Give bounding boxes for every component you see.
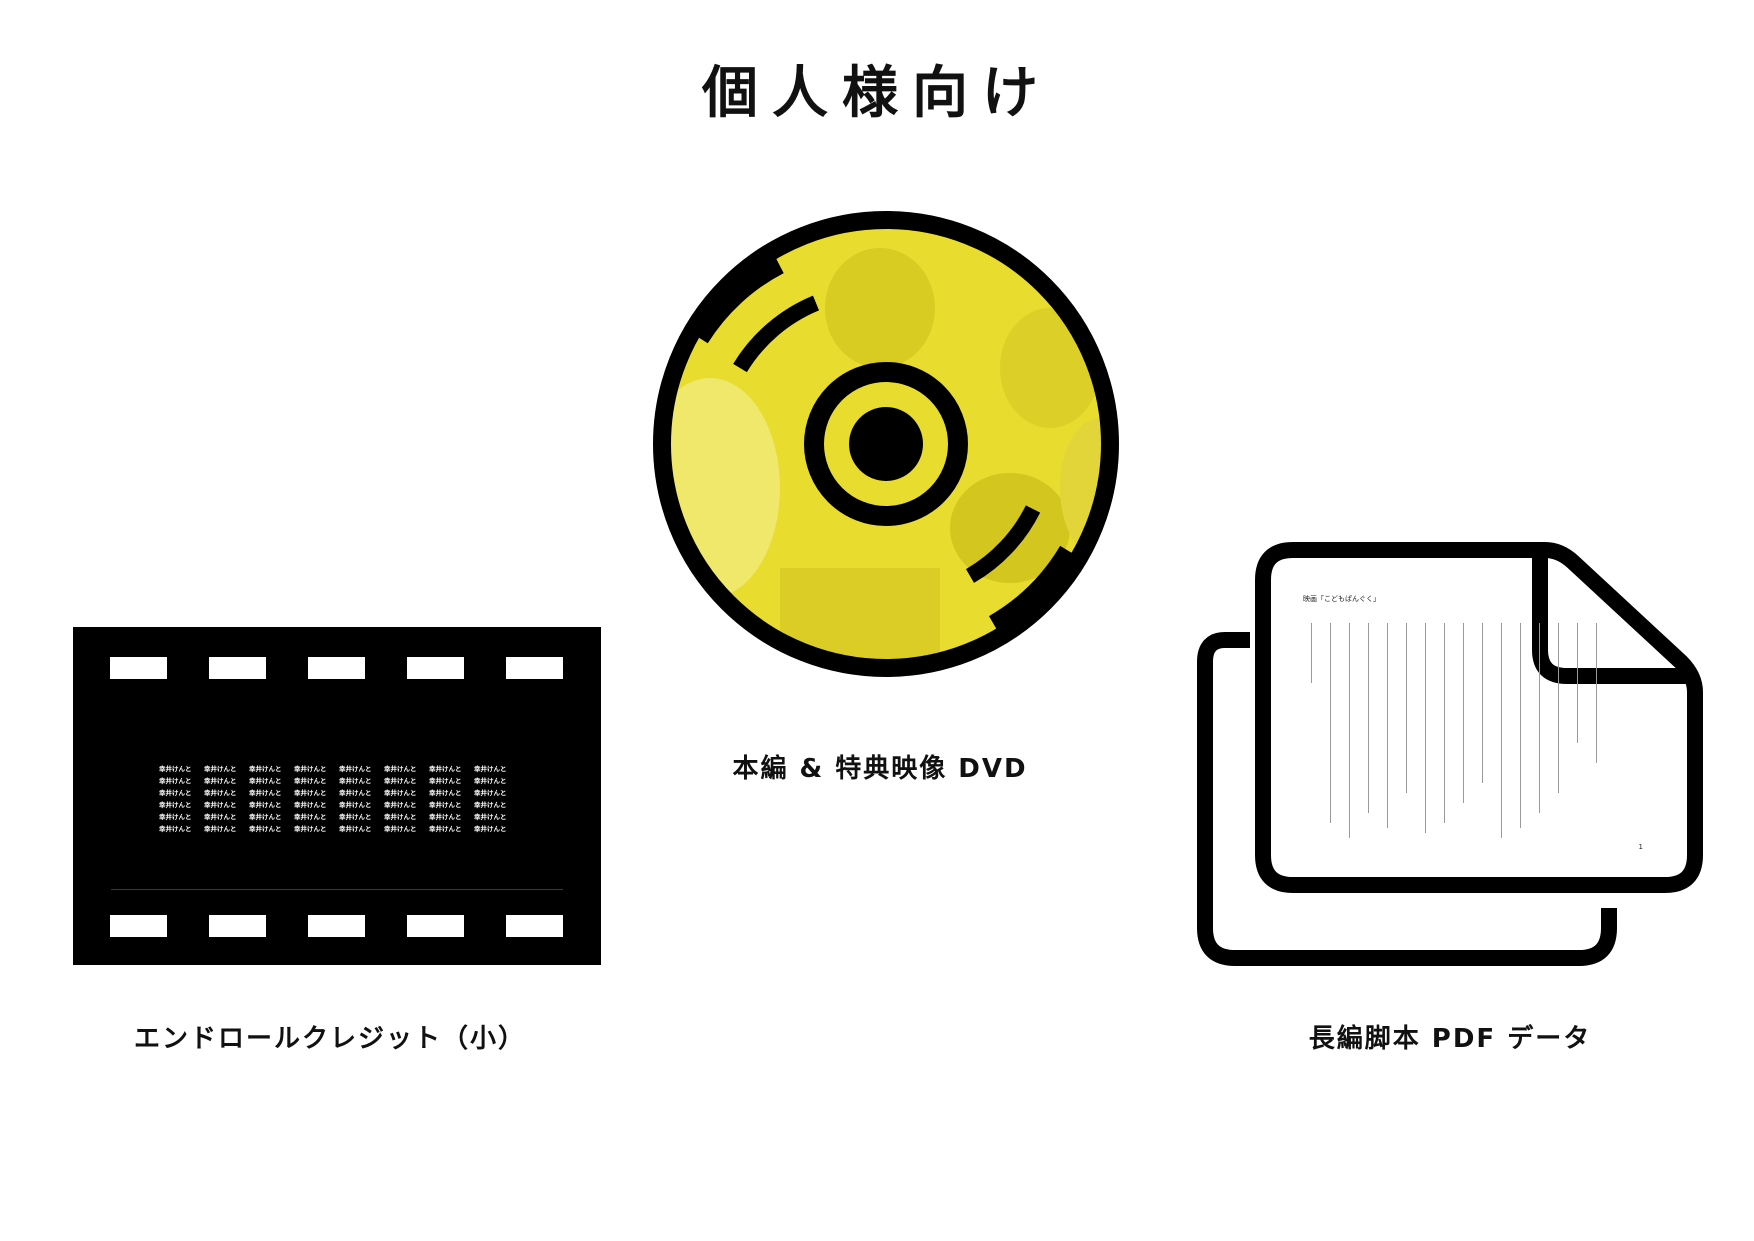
credit-name: 幸井けんと bbox=[474, 765, 507, 773]
credit-name: 幸井けんと bbox=[249, 765, 282, 773]
script-text-line bbox=[1406, 623, 1407, 793]
credit-name: 幸井けんと bbox=[159, 777, 192, 785]
credit-name: 幸井けんと bbox=[429, 801, 462, 809]
credit-name: 幸井けんと bbox=[204, 801, 237, 809]
credit-name: 幸井けんと bbox=[204, 813, 237, 821]
script-text-line bbox=[1349, 623, 1350, 838]
credit-name: 幸井けんと bbox=[474, 825, 507, 833]
credit-name: 幸井けんと bbox=[384, 801, 417, 809]
credit-name: 幸井けんと bbox=[204, 789, 237, 797]
script-text-line bbox=[1387, 623, 1388, 828]
credit-name: 幸井けんと bbox=[204, 765, 237, 773]
credit-caption: エンドロールクレジット（小） bbox=[133, 1024, 526, 1054]
script-text-line bbox=[1501, 623, 1502, 838]
credit-name: 幸井けんと bbox=[384, 825, 417, 833]
credit-name: 幸井けんと bbox=[294, 801, 327, 809]
document-stack-icon bbox=[1197, 542, 1703, 966]
credit-name: 幸井けんと bbox=[294, 765, 327, 773]
credit-name: 幸井けんと bbox=[339, 789, 372, 797]
script-text-line bbox=[1520, 623, 1521, 828]
film-strip-icon: 幸井けんと幸井けんと幸井けんと幸井けんと幸井けんと幸井けんと幸井けんと幸井けんと… bbox=[73, 627, 601, 965]
page-title: 個人様向け bbox=[702, 61, 1052, 126]
credit-name: 幸井けんと bbox=[384, 813, 417, 821]
script-text-line bbox=[1368, 623, 1369, 813]
script-text-line bbox=[1463, 623, 1464, 803]
credit-name: 幸井けんと bbox=[474, 801, 507, 809]
script-text-line bbox=[1539, 623, 1540, 813]
credit-name: 幸井けんと bbox=[429, 825, 462, 833]
credit-name: 幸井けんと bbox=[384, 765, 417, 773]
credit-name: 幸井けんと bbox=[159, 813, 192, 821]
credit-name: 幸井けんと bbox=[429, 777, 462, 785]
credit-name: 幸井けんと bbox=[384, 789, 417, 797]
credit-name: 幸井けんと bbox=[429, 789, 462, 797]
script-caption: 長編脚本 PDF データ bbox=[1308, 1024, 1592, 1054]
credit-name: 幸井けんと bbox=[429, 813, 462, 821]
dvd-disc-icon bbox=[653, 211, 1119, 677]
script-text-lines bbox=[1311, 623, 1641, 843]
dvd-caption: 本編 & 特典映像 DVD bbox=[732, 754, 1028, 784]
credit-name: 幸井けんと bbox=[294, 825, 327, 833]
credit-name: 幸井けんと bbox=[339, 825, 372, 833]
credit-name: 幸井けんと bbox=[159, 789, 192, 797]
script-text-line bbox=[1596, 623, 1597, 763]
credit-name: 幸井けんと bbox=[249, 789, 282, 797]
credit-name: 幸井けんと bbox=[474, 789, 507, 797]
credit-name: 幸井けんと bbox=[249, 777, 282, 785]
credit-name: 幸井けんと bbox=[294, 789, 327, 797]
credit-name: 幸井けんと bbox=[159, 801, 192, 809]
credit-name: 幸井けんと bbox=[249, 813, 282, 821]
script-text-line bbox=[1425, 623, 1426, 833]
credit-name: 幸井けんと bbox=[339, 801, 372, 809]
script-text-line bbox=[1558, 623, 1559, 793]
script-text-line bbox=[1330, 623, 1331, 823]
credit-name: 幸井けんと bbox=[204, 777, 237, 785]
script-page-number: 1 bbox=[1638, 843, 1643, 851]
credit-name: 幸井けんと bbox=[474, 777, 507, 785]
script-text-line bbox=[1577, 623, 1578, 743]
credit-name: 幸井けんと bbox=[294, 777, 327, 785]
script-text-line bbox=[1311, 623, 1312, 683]
credit-name: 幸井けんと bbox=[159, 825, 192, 833]
credit-name: 幸井けんと bbox=[159, 765, 192, 773]
credit-name: 幸井けんと bbox=[249, 801, 282, 809]
script-preview: 映画「こどもぱんぐく」 1 bbox=[1293, 568, 1653, 865]
credit-name: 幸井けんと bbox=[249, 825, 282, 833]
credit-name: 幸井けんと bbox=[204, 825, 237, 833]
script-text-line bbox=[1444, 623, 1445, 823]
credit-name: 幸井けんと bbox=[384, 777, 417, 785]
credit-name: 幸井けんと bbox=[339, 813, 372, 821]
credit-name-grid: 幸井けんと幸井けんと幸井けんと幸井けんと幸井けんと幸井けんと幸井けんと幸井けんと… bbox=[159, 765, 519, 834]
script-text-line bbox=[1482, 623, 1483, 783]
credit-name: 幸井けんと bbox=[429, 765, 462, 773]
credit-name: 幸井けんと bbox=[474, 813, 507, 821]
credit-name: 幸井けんと bbox=[339, 765, 372, 773]
script-preview-title: 映画「こどもぱんぐく」 bbox=[1303, 595, 1380, 603]
credit-name: 幸井けんと bbox=[339, 777, 372, 785]
credit-name: 幸井けんと bbox=[294, 813, 327, 821]
